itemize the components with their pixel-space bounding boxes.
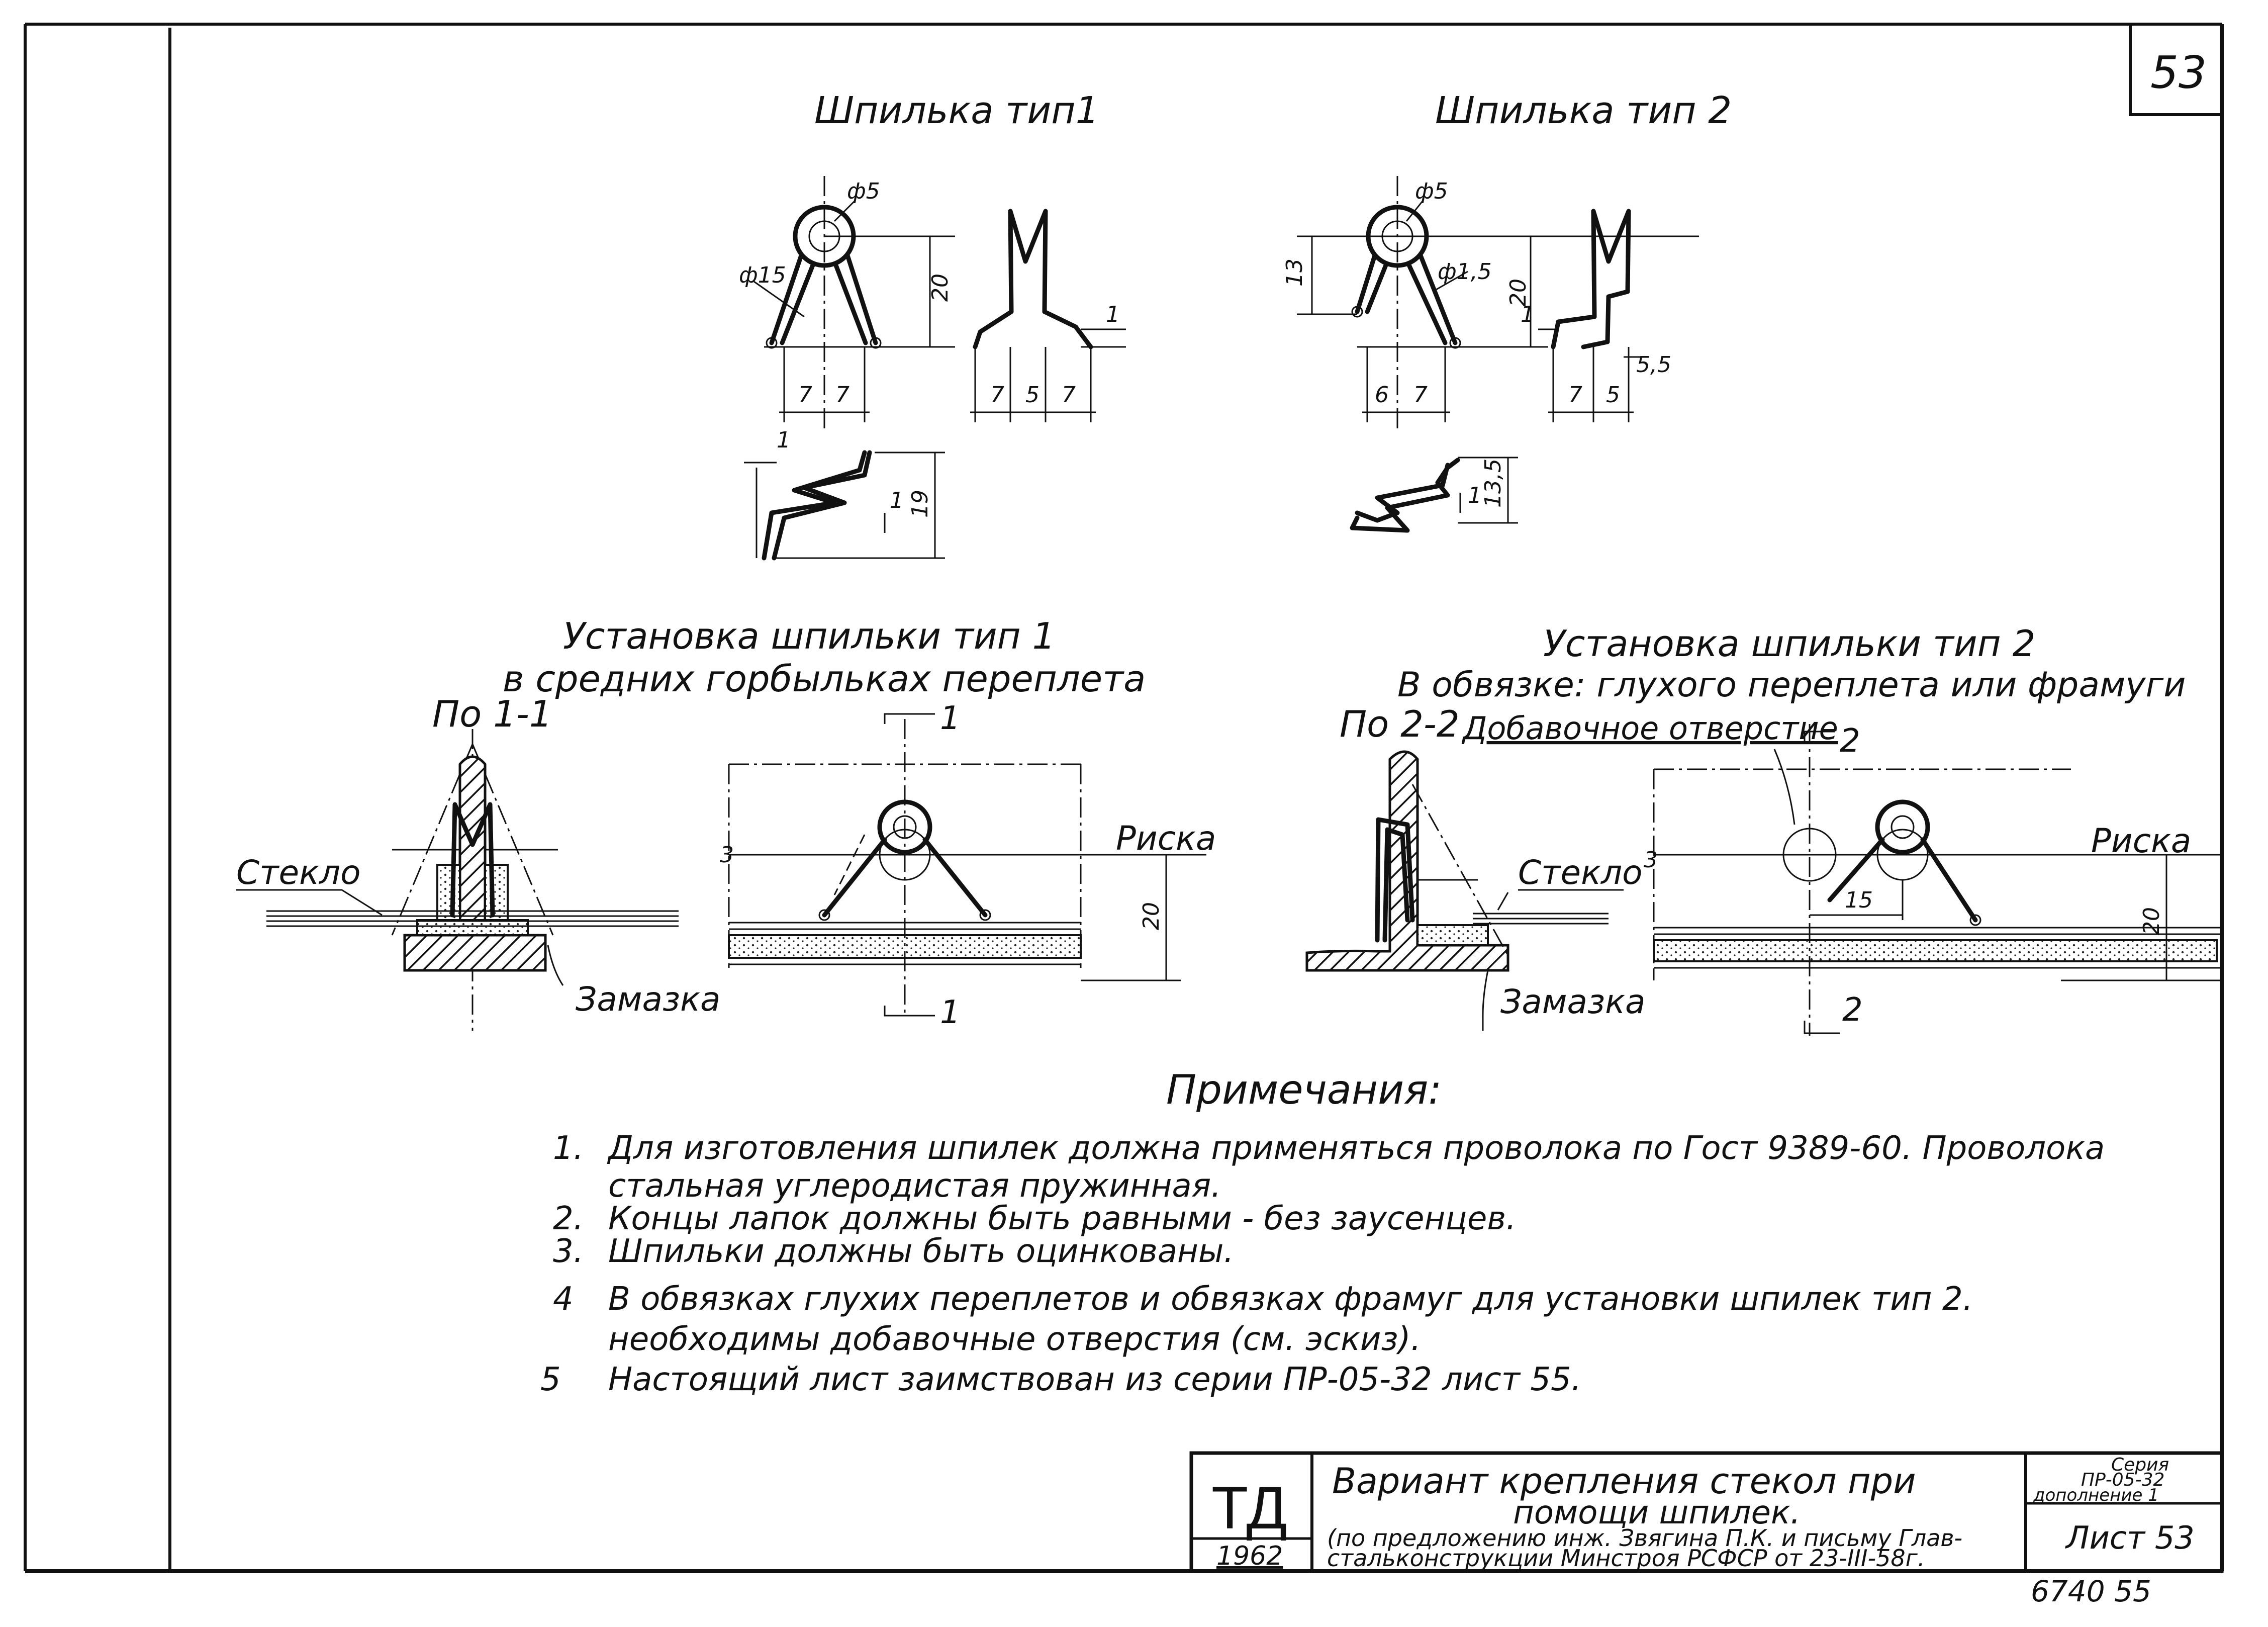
elevation2-dim-3: 3 (1644, 847, 1658, 873)
t1-dim-base-left: 7 (798, 382, 812, 408)
t1-dim-z-top: 1 (777, 427, 791, 453)
section1-putty-label: Замазка (576, 980, 720, 1019)
t1-dim-base-right: 7 (835, 382, 849, 408)
extra-hole-label: Добавочное отверстие (1461, 710, 1838, 747)
pin-type2-front-view (1297, 176, 1699, 432)
elevation1-mark-label: Риска (1116, 819, 1216, 858)
install2-title-line2: В обвязке: глухого переплета или фрамуги (1397, 665, 2186, 705)
title-block-ref-line1: (по предложению инж. Звягина П.К. и пись… (1327, 1524, 1962, 1552)
title-block-title-line2: помощи шпилек. (1513, 1494, 1801, 1531)
t2-dim-m-mid: 5 (1606, 382, 1620, 408)
elevation2-cut-bottom: 2 (1842, 991, 1863, 1029)
note-5-line1: Настоящий лист заимствован из серии ПР-0… (608, 1361, 1581, 1398)
t2-dim-z-step: 1 (1468, 483, 1482, 508)
elevation-1 (728, 713, 1206, 1017)
note-3-num: 3. (553, 1233, 584, 1270)
t2-dim-h20: 20 (1505, 279, 1531, 307)
t2-dim-d5: ф5 (1415, 178, 1448, 204)
pin-type1-top-view (744, 450, 945, 561)
note-1-line2: стальная углеродистая пружинная. (608, 1167, 1221, 1205)
section-1-1 (236, 729, 679, 1031)
t2-dim-h13: 13 (1282, 258, 1307, 287)
elevation2-dim-20: 20 (2139, 907, 2164, 935)
section1-glass-label: Стекло (236, 853, 361, 892)
pin-type2-title: Шпилька тип 2 (1435, 89, 1732, 132)
t1-dim-z-h19: 19 (907, 490, 933, 518)
t2-dim-m-step: 1 (1521, 302, 1535, 327)
t2-dim-d15: ф1,5 (1438, 259, 1492, 285)
elevation1-dim-20: 20 (1139, 902, 1164, 930)
pin-type2-side-view (1538, 209, 1649, 422)
note-5-num: 5 (540, 1361, 561, 1398)
title-block-series-line3: дополнение 1 (2033, 1485, 2159, 1505)
sheet-frame (24, 23, 2224, 1573)
pin-type1-side-view (970, 209, 1126, 422)
t2-dim-z-h135: 13,5 (1480, 459, 1506, 508)
elevation2-cut-top: 2 (1840, 722, 1860, 760)
pin-type1-title: Шпилька тип1 (814, 89, 1099, 132)
footer-code: 6740 55 (2031, 1574, 2151, 1608)
notes-list: 1. Для изготовления шпилек должна примен… (540, 1130, 2105, 1398)
install2-title-line1: Установка шпильки тип 2 (1543, 622, 2035, 665)
install1-title-line2: в средних горбыльках переплета (503, 658, 1146, 700)
pin-type1-front-view (753, 176, 955, 432)
section2-label: По 2-2 (1340, 703, 1460, 745)
t2-dim-base-left: 6 (1375, 382, 1389, 408)
install1-title-line1: Установка шпильки тип 1 (563, 615, 1055, 657)
section-2-2 (1305, 750, 1624, 1031)
elevation1-cut-bottom: 1 (940, 994, 961, 1031)
t1-dim-h20: 20 (927, 274, 953, 302)
elevation1-dim-3: 3 (720, 842, 734, 868)
t1-dim-m-step: 1 (1106, 302, 1120, 327)
corner-sheet-number: 53 (2150, 47, 2207, 99)
note-1-num: 1. (553, 1130, 584, 1167)
elevation1-cut-top: 1 (940, 700, 961, 737)
title-block-ref-line2: стальконструкции Минстроя РСФСР от 23-II… (1327, 1545, 1925, 1572)
section2-glass-label: Стекло (1518, 853, 1643, 892)
title-block (1189, 1451, 2224, 1573)
note-4-line2: необходимы добавочные отверстия (см. эск… (608, 1321, 1421, 1358)
title-block-series-line2: ПР-05-32 (2081, 1470, 2164, 1490)
title-block-title-line1: Вариант крепления стекол при (1332, 1461, 1916, 1502)
t1-dim-m-mid: 5 (1025, 382, 1040, 408)
elevation2-dim-15: 15 (1845, 887, 1873, 913)
elevation-2 (1653, 724, 2222, 1036)
title-block-logo: ТД (1211, 1474, 1287, 1542)
t2-dim-base-right: 7 (1413, 382, 1428, 408)
note-2-line1: Концы лапок должны быть равными - без за… (608, 1200, 1516, 1237)
title-block-series-line1: Серия (2111, 1455, 2169, 1475)
t1-dim-d5: ф5 (847, 178, 880, 204)
note-4-line1: В обвязках глухих переплетов и обвязках … (608, 1281, 1973, 1318)
note-1-line1: Для изготовления шпилек должна применять… (607, 1130, 2105, 1167)
title-block-year: 1962 (1216, 1541, 1283, 1571)
notes-heading: Примечания: (1166, 1066, 1442, 1113)
pin-type2-top-view (1350, 457, 1518, 533)
note-2-num: 2. (553, 1200, 584, 1237)
t1-dim-z-step: 1 (890, 488, 904, 513)
title-block-sheet-label: Лист 53 (2065, 1519, 2195, 1556)
note-3-line1: Шпильки должны быть оцинкованы. (608, 1233, 1234, 1270)
note-4-num: 4 (553, 1281, 574, 1318)
t2-dim-m-left: 7 (1568, 382, 1582, 408)
t1-dim-m-right: 7 (1062, 382, 1076, 408)
t2-dim-m-gap: 5,5 (1636, 352, 1671, 378)
elevation2-mark-label: Риска (2091, 822, 2191, 860)
t1-dim-m-left: 7 (990, 382, 1004, 408)
section2-putty-label: Замазка (1500, 982, 1645, 1021)
t1-dim-d15: ф15 (739, 262, 786, 288)
section1-label: По 1-1 (432, 693, 552, 735)
